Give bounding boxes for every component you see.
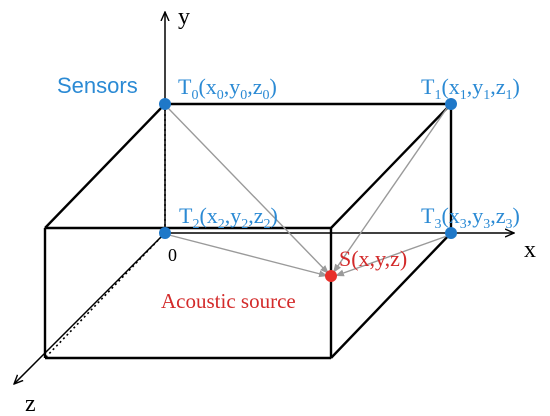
source-coordinates-label: S(x,y,z) — [339, 246, 407, 271]
z-axis — [14, 232, 166, 384]
sensor-t0-point — [159, 98, 171, 110]
acoustic-source-point — [325, 270, 337, 282]
sensors-label: Sensors — [57, 73, 138, 98]
x-axis-label: x — [524, 237, 536, 263]
sensor-t3-label: T3(x3,y3,z3) — [421, 203, 520, 232]
distance-vectors — [159, 98, 457, 278]
z-axis-label: z — [25, 391, 36, 416]
y-axis-label: y — [178, 4, 190, 30]
sensor-t1-point — [445, 98, 457, 110]
acoustic-source-label: Acoustic source — [161, 289, 296, 313]
sensor-t1-label: T1(x1,y1,z1) — [421, 74, 520, 103]
box-hidden-edges — [44, 104, 166, 359]
sensor-t2-label: T2(x2,y2,z2) — [179, 203, 278, 232]
sensor-t2-point — [159, 227, 171, 239]
sensor-t0-label: T0(x0,y0,z0) — [178, 74, 277, 103]
origin-label: 0 — [168, 245, 177, 265]
sensor-t3-point — [445, 227, 457, 239]
